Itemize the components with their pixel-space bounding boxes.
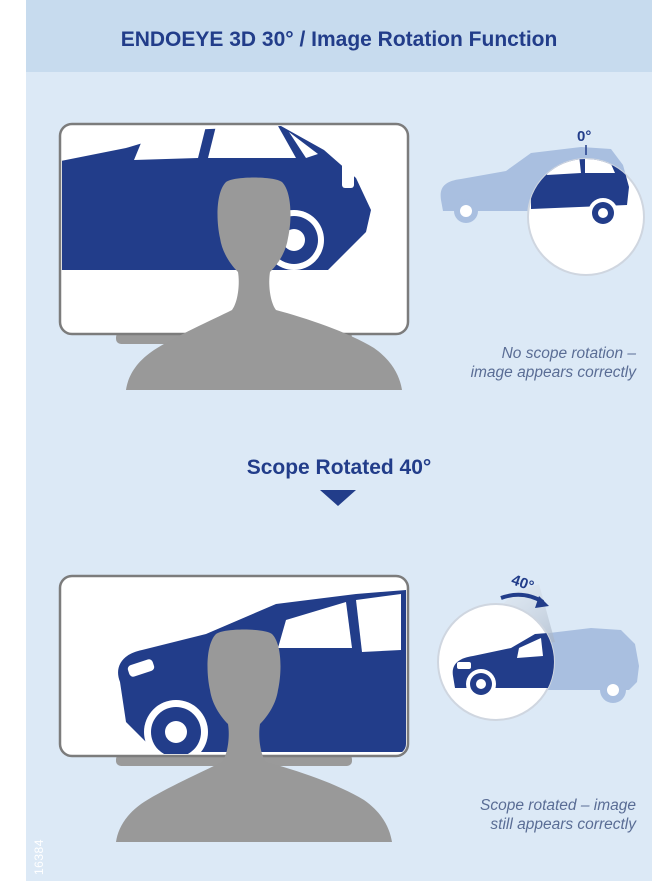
top-monitor-scene [56,120,426,390]
top-scope-view: 0° [431,125,651,285]
top-caption: No scope rotation – image appears correc… [376,344,636,382]
rotation-heading: Scope Rotated 40° [26,456,652,480]
bottom-caption-line2: still appears correctly [376,815,636,834]
top-caption-line2: image appears correctly [376,363,636,382]
bottom-scope-view: 40° [431,572,651,732]
diagram-title: ENDOEYE 3D 30° / Image Rotation Function [26,28,652,52]
down-arrow-icon [318,488,358,508]
bottom-caption-line1: Scope rotated – image [376,796,636,815]
diagram-panel: ENDOEYE 3D 30° / Image Rotation Function [26,0,652,881]
top-caption-line1: No scope rotation – [376,344,636,363]
top-degree-label: 0° [577,128,591,145]
figure-number-text: 16384 [32,839,46,875]
bottom-caption: Scope rotated – image still appears corr… [376,796,636,834]
bottom-monitor-scene [56,572,426,842]
figure-number: 16384 [26,835,56,875]
